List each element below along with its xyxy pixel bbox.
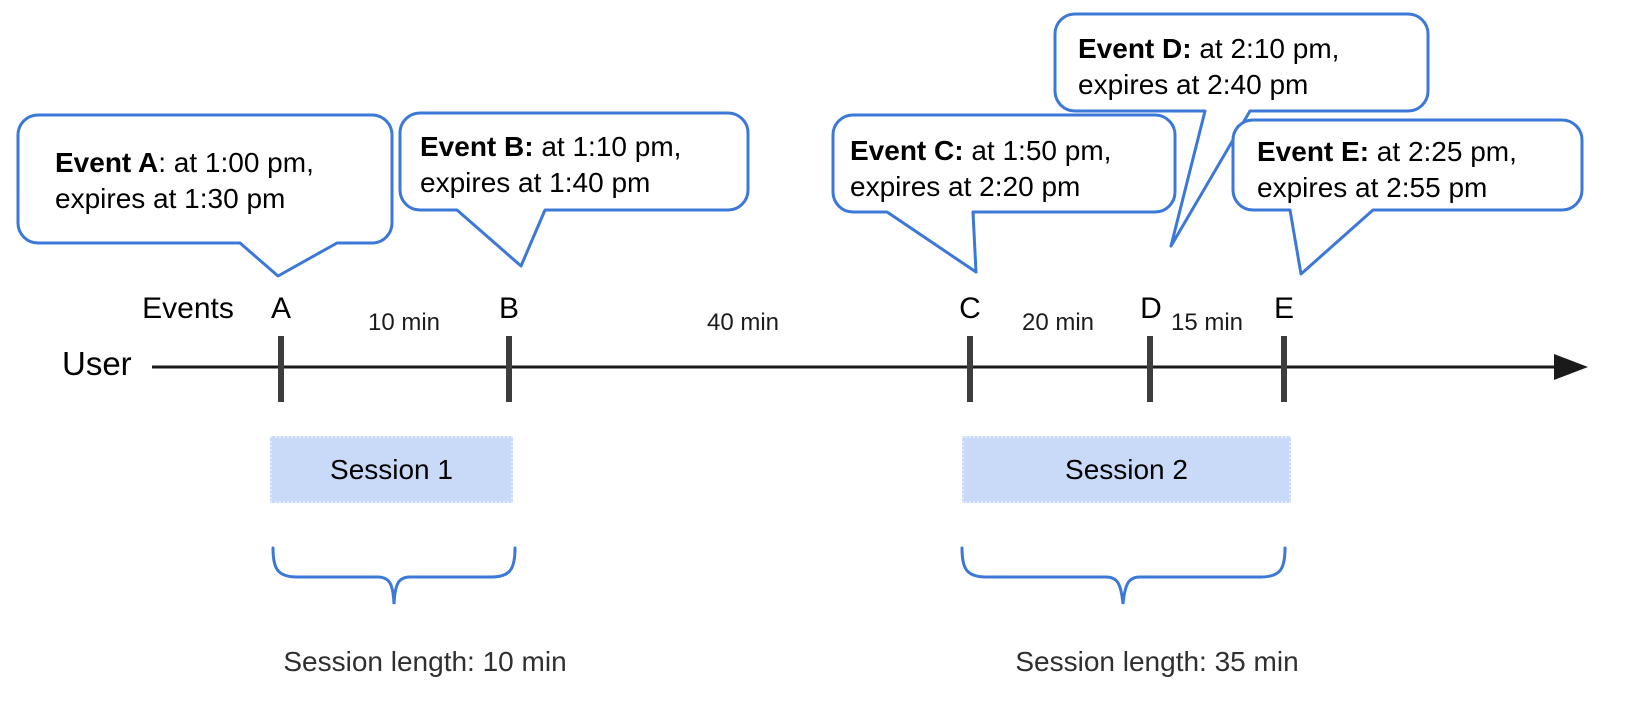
user-axis-label: User [62, 345, 132, 382]
session-1-label: Session 1 [330, 453, 453, 485]
events-axis-label: Events [142, 292, 234, 325]
interval-d-e-label: 15 min [1170, 309, 1244, 336]
tick-label-c: C [959, 292, 981, 325]
event-a-bubble-text: Event A: at 1:00 pm, expires at 1:30 pm [55, 145, 314, 217]
event-e-bubble-text: Event E: at 2:25 pm, expires at 2:55 pm [1257, 134, 1517, 206]
event-a-time: : at 1:00 pm, [158, 147, 314, 178]
event-c-title: Event C: [850, 135, 964, 166]
session-1-brace [271, 546, 517, 605]
timeline-arrowhead-icon [1554, 354, 1588, 380]
event-c-time: at 1:50 pm, [963, 135, 1112, 166]
event-c-expiry: expires at 2:20 pm [850, 171, 1081, 202]
session-1-bar: Session 1 [270, 436, 513, 503]
event-a-title: Event A [55, 147, 159, 178]
interval-c-d-label: 20 min [1021, 309, 1095, 336]
event-e-expiry: expires at 2:55 pm [1257, 172, 1488, 203]
tick-label-a: A [270, 292, 292, 325]
tick-label-e: E [1273, 292, 1295, 325]
event-d-title: Event D: [1078, 33, 1192, 64]
session-2-length-label: Session length: 35 min [1015, 646, 1299, 677]
session-2-bar: Session 2 [962, 436, 1291, 503]
interval-a-b-label: 10 min [367, 309, 441, 336]
tick-label-d: D [1140, 292, 1162, 325]
event-b-bubble-text: Event B: at 1:10 pm, expires at 1:40 pm [420, 129, 681, 201]
session-2-brace [960, 546, 1287, 605]
event-b-title: Event B: [420, 131, 534, 162]
event-e-title: Event E: [1257, 136, 1370, 167]
event-b-time: at 1:10 pm, [533, 131, 682, 162]
session-2-label: Session 2 [1065, 453, 1188, 485]
speech-bubble-e-shape [1231, 118, 1584, 276]
session-1-length-label: Session length: 10 min [283, 646, 567, 677]
event-d-time: at 2:10 pm, [1191, 33, 1340, 64]
interval-b-c-label: 40 min [706, 309, 780, 336]
event-b-expiry: expires at 1:40 pm [420, 167, 651, 198]
speech-bubble-b-shape [398, 111, 750, 268]
tick-label-b: B [498, 292, 520, 325]
event-a-expiry: expires at 1:30 pm [55, 183, 286, 214]
event-d-expiry: expires at 2:40 pm [1078, 69, 1309, 100]
speech-bubble-d-shape [1053, 12, 1430, 248]
event-c-bubble-text: Event C: at 1:50 pm, expires at 2:20 pm [850, 133, 1111, 205]
speech-bubble-a-shape [16, 113, 394, 278]
event-e-time: at 2:25 pm, [1369, 136, 1517, 167]
speech-bubble-c-shape [831, 113, 1177, 274]
event-d-bubble-text: Event D: at 2:10 pm, expires at 2:40 pm [1078, 31, 1339, 103]
